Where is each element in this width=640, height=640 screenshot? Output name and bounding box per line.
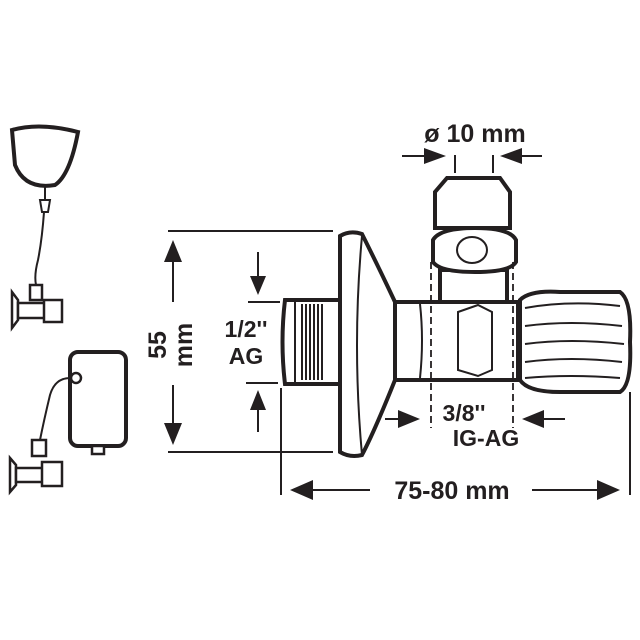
sink-installation-illustration	[9, 124, 81, 332]
angle-valve	[280, 176, 633, 458]
dimension-lines	[164, 148, 631, 500]
outlet-thread-type-label: IG-AG	[453, 425, 519, 451]
height-value-label: 55	[144, 331, 172, 359]
inlet-thread-type-label: AG	[229, 343, 264, 369]
outlet-diameter-label: ø 10 mm	[424, 120, 525, 148]
height-unit-label: mm	[170, 323, 198, 367]
boiler-installation-illustration	[8, 350, 128, 496]
length-label: 75-80 mm	[394, 477, 509, 505]
outlet-thread-size-label: 3/8''	[443, 400, 486, 426]
inlet-thread-size-label: 1/2''	[225, 316, 268, 342]
